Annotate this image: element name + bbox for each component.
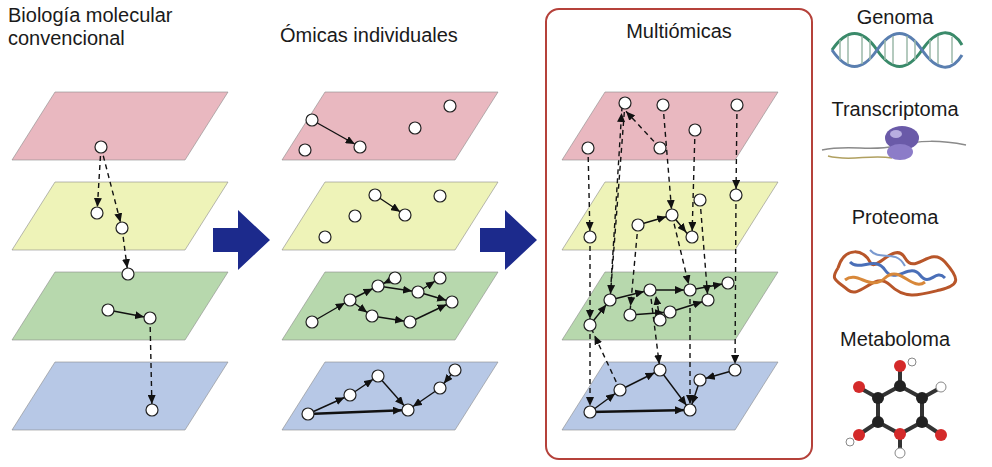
layer-name: Transcriptoma [815,98,975,121]
metabolite-molecule [846,358,947,458]
highlight-box: Multiómicas [545,8,813,460]
layer-planes [12,92,778,430]
layer-name: Genoma [815,6,975,29]
pathway-lines [97,103,737,414]
layer-name: Proteoma [815,206,975,229]
column-heading: Biología molecular convencional [8,4,243,50]
dna-helix [832,33,962,67]
column-heading: Ómicas individuales [280,24,520,47]
box-heading: Multiómicas [547,10,811,43]
ribosome-mrna [822,126,966,160]
protein-structure [834,250,955,295]
progress-arrow [213,210,537,270]
layer-name: Metaboloma [815,328,975,351]
molecule-dots [91,97,743,420]
